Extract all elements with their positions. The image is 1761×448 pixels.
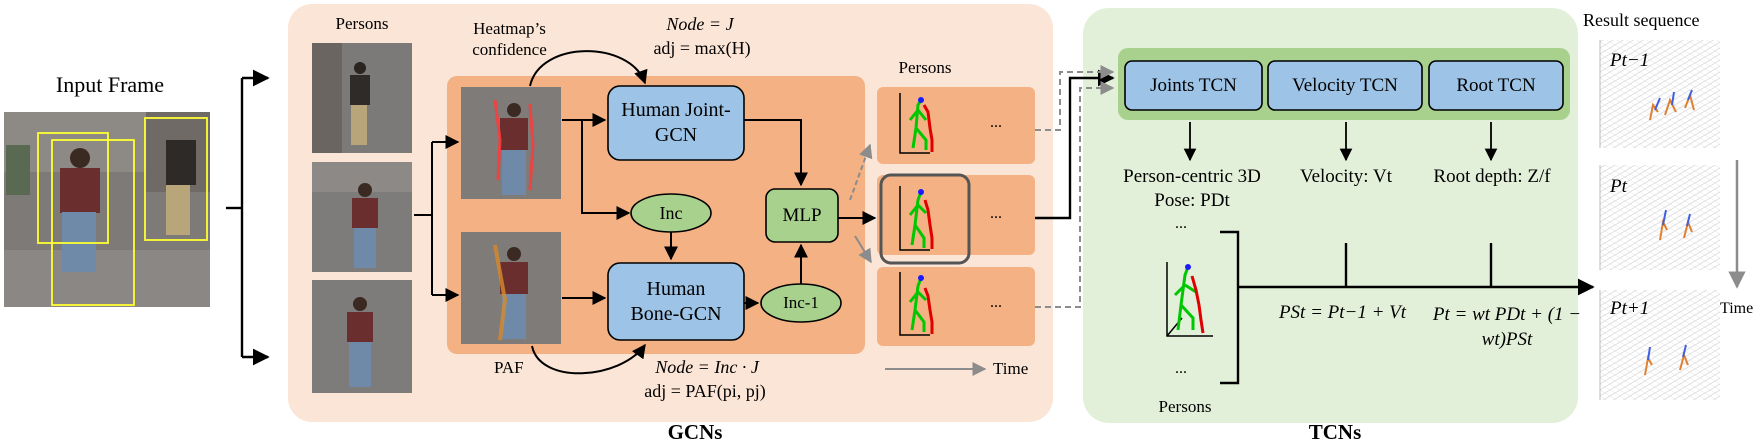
bone-gcn-box: [607, 262, 745, 341]
tcn-merge-lines: [1220, 230, 1595, 385]
skeleton-1: [899, 93, 934, 154]
root-tcn-label: Root TCN: [1456, 74, 1536, 96]
inc-label: Inc: [659, 202, 683, 223]
result-time-label: Time: [1720, 300, 1754, 317]
result-title: Result sequence: [1583, 10, 1700, 30]
result-panel-prev: [1599, 40, 1720, 148]
persons-strip-2: [877, 175, 1035, 255]
node-bottom-label: Node = Inc · J: [655, 357, 759, 377]
split-arrows: [226, 69, 270, 366]
eq-p: Pt = wt PDt + (1 − wt)PSt: [1432, 304, 1582, 350]
heatmap-label: Heatmap’s confidence: [472, 19, 547, 59]
joints-tcn-box: [1124, 60, 1263, 111]
person-crop-3: [312, 280, 412, 393]
velocity-output-label: Velocity: Vt: [1299, 166, 1392, 187]
time-diagonal-arrows: [849, 143, 873, 264]
result-p-next: Pt+1: [1610, 298, 1650, 319]
gcn-caption: GCNs: [667, 420, 723, 444]
root-output-label: Root depth: Z/f: [1433, 166, 1551, 187]
mlp-box: [765, 188, 839, 243]
joint-gcn-box: [607, 85, 745, 161]
heatmap-image: [461, 87, 561, 199]
skeleton-highlight: [879, 173, 971, 265]
paf-image: [461, 232, 561, 344]
pose-ellipsis-top: ...: [1175, 215, 1187, 232]
joints-tcn-label: Joints TCN: [1150, 74, 1237, 96]
input-frame-title: Input Frame: [55, 72, 165, 97]
person-crop-1: [312, 43, 412, 153]
node-top-label: Node = J: [666, 14, 734, 34]
persons-label: Persons: [335, 14, 389, 33]
bone-gcn-label: Human Bone-GCN: [630, 277, 722, 325]
tcn-skeleton: [1166, 262, 1213, 337]
velocity-tcn-box: [1267, 60, 1423, 111]
skeleton-2: [899, 186, 934, 251]
strip-ellipsis-3: ...: [990, 294, 1002, 311]
input-frame-image: [4, 112, 210, 307]
paf-label: PAF: [494, 358, 524, 377]
tcn-caption: TCNs: [1308, 420, 1362, 444]
pose-output-label: Person-centric 3D Pose: PDt: [1123, 166, 1261, 211]
root-tcn-box: [1428, 60, 1564, 111]
gcn-arrows: [529, 50, 877, 375]
result-panel-next: [1599, 290, 1720, 400]
result-p-cur: Pt: [1610, 176, 1627, 197]
result-panel-cur: [1599, 165, 1720, 270]
person-crop-2: [312, 162, 412, 272]
strip-ellipsis-2: ...: [990, 205, 1002, 222]
adj-bottom-label: adj = PAF(pi, pj): [644, 381, 766, 401]
velocity-tcn-label: Velocity TCN: [1292, 74, 1398, 96]
eq-ps: PSt = Pt−1 + Vt: [1278, 302, 1407, 323]
inc-inv-label: Inc-1: [783, 293, 819, 312]
joint-gcn-label: Human Joint-GCN: [621, 99, 731, 146]
gcn-to-tcn-arrows: [1035, 65, 1115, 308]
out-persons-label: Persons: [898, 58, 952, 77]
gcn-time-label: Time: [993, 359, 1029, 378]
strip-ellipsis-1: ...: [990, 114, 1002, 131]
crop-merge-arrows: [414, 135, 460, 302]
tcn-persons-label: Persons: [1158, 397, 1212, 416]
pose-ellipsis-bottom: ...: [1175, 360, 1187, 377]
skeleton-3: [899, 272, 934, 336]
tcn-down-arrows: [1183, 122, 1498, 162]
adj-top-label: adj = max(H): [653, 38, 751, 58]
result-p-prev: Pt−1: [1610, 50, 1650, 71]
mlp-label: MLP: [782, 204, 822, 226]
